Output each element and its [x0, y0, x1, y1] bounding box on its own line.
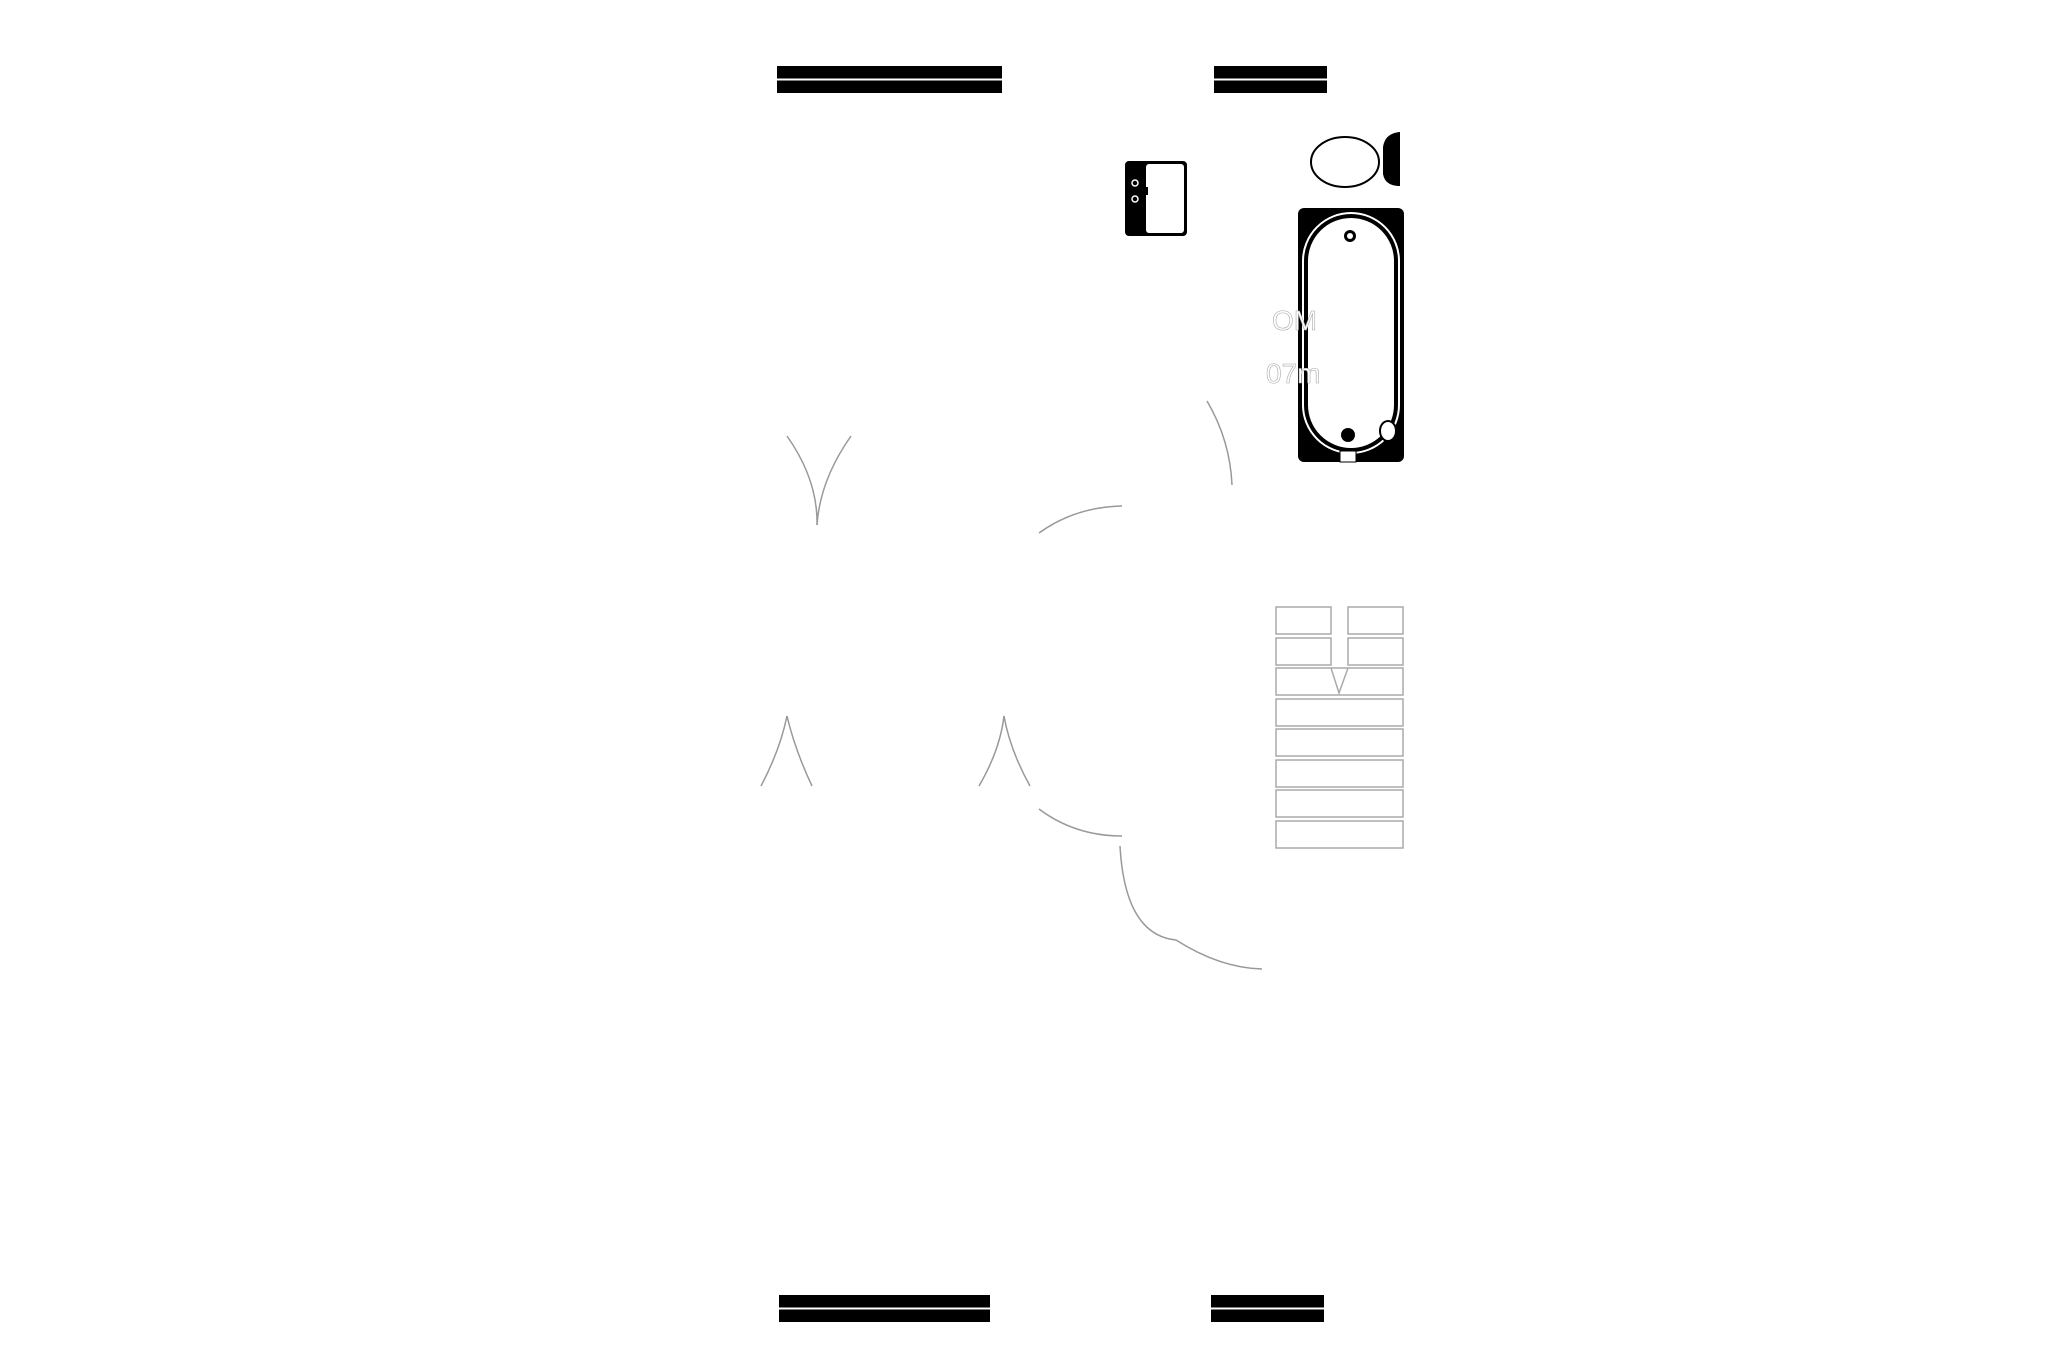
door-swing-arc: [1206, 400, 1233, 486]
room-dimension-label: 07m: [1266, 358, 1320, 389]
door-swing-arc: [816, 435, 852, 526]
door-swing-arc: [1038, 505, 1123, 534]
window-bottom-right: [1211, 1295, 1324, 1322]
door-swing-arc: [1038, 808, 1123, 837]
staircase: [1275, 606, 1404, 849]
door-swing-arc: [786, 715, 813, 787]
door-swing-arc: [1003, 715, 1031, 787]
bathtub-icon: [1298, 208, 1404, 463]
room-name-label: OM: [1272, 305, 1317, 336]
window-bottom-left: [779, 1295, 990, 1322]
door-swing-arc: [786, 435, 818, 526]
window-top-right: [1214, 66, 1327, 93]
door-swing-arc: [978, 715, 1005, 787]
door-swing-arc: [1175, 939, 1263, 970]
sink-icon: [1125, 161, 1187, 236]
door-swing-arc: [760, 715, 788, 787]
toilet-icon: [1310, 132, 1400, 188]
door-swing-arc: [1119, 845, 1177, 941]
door-swings: [760, 400, 1263, 970]
window-top-left: [777, 66, 1002, 93]
